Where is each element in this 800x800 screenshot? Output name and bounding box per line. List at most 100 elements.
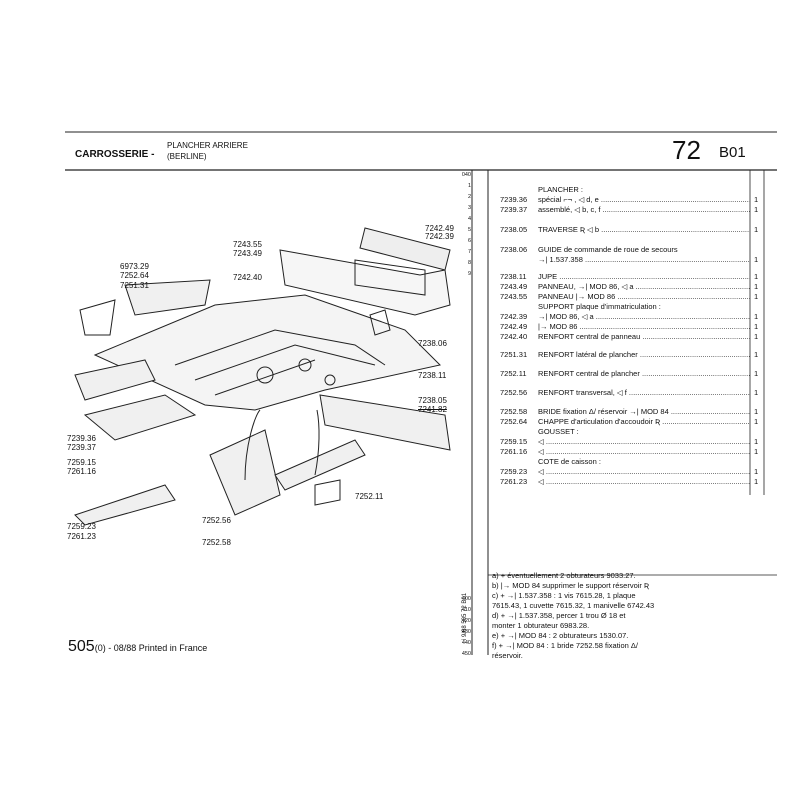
part-ref: 7242.40 [500, 332, 528, 341]
part-qty: 1 [754, 388, 759, 397]
section-title: CARROSSERIE - [75, 149, 155, 160]
parts-row: 7242.40 RENFORT central de panneau 1 [500, 332, 762, 342]
parts-row: 7242.49 |→ MOD 86 1 [500, 322, 762, 332]
part-desc: SUPPORT plaque d'immatriculation : [538, 302, 661, 311]
footnote-line: e) + →| MOD 84 : 2 obturateurs 1530.07. [492, 631, 629, 640]
section-subtitle: PLANCHER ARRIERE (BERLINE) [167, 140, 248, 162]
part-ref: 7252.11 [500, 369, 527, 378]
parts-row: 7251.31 RENFORT latéral de plancher 1 [500, 350, 762, 360]
exploded-diagram [74, 227, 451, 526]
parts-row: 7238.11 JUPE 1 [500, 272, 762, 282]
part-desc: GOUSSET : [538, 427, 579, 436]
parts-row: 7252.64 CHAPPE d'articulation d'accoudoi… [500, 417, 762, 427]
index-number: 1 [467, 183, 471, 189]
callout-label: 7261.16 [67, 467, 96, 476]
part-desc: ◁ [538, 477, 750, 487]
part-qty: 1 [754, 205, 759, 214]
callout-label: 7238.05 [418, 396, 447, 405]
parts-row: 7238.06 GUIDE de commande de roue de sec… [500, 245, 762, 255]
footnote-line: b) |→ MOD 84 supprimer le support réserv… [492, 581, 649, 590]
callout-label: 7238.06 [418, 339, 447, 348]
parts-row: GOUSSET : [500, 427, 762, 437]
part-qty: 1 [754, 369, 759, 378]
parts-row: 7238.05 TRAVERSE Ʀ ◁ b 1 [500, 225, 762, 235]
part-desc: spécial ⌐¬ , ◁ d, e [538, 195, 750, 205]
parts-row: 7242.39 →| MOD 86, ◁ a 1 [500, 312, 762, 322]
callout-label: 7242.40 [233, 273, 262, 282]
footnote-line: f) + →| MOD 84 : 1 bride 7252.58 fixatio… [492, 641, 638, 650]
part-qty: 1 [754, 282, 759, 291]
part-ref: 7243.49 [500, 282, 528, 291]
parts-row: COTE de caisson : [500, 457, 762, 467]
part-qty: 1 [754, 292, 759, 301]
index-number: 9 [467, 271, 471, 277]
index-number: 5 [467, 227, 471, 233]
footer-print-info: (0) - 08/88 Printed in France [94, 643, 208, 653]
parts-row: 7243.55 PANNEAU |→ MOD 86 1 [500, 292, 762, 302]
index-number: 420 [461, 618, 471, 624]
parts-row: 7259.23 ◁ 1 [500, 467, 762, 477]
parts-row: 7261.23 ◁ 1 [500, 477, 762, 487]
part-desc: assemblé, ◁ b, c, f [538, 205, 750, 215]
callout-label: 7259.23 [67, 522, 96, 531]
subtitle-line-2: (BERLINE) [167, 152, 207, 161]
part-qty: 1 [754, 417, 759, 426]
callout-label: 7261.23 [67, 532, 96, 541]
part-qty: 1 [754, 447, 759, 456]
page-footer: 505(0) - 08/88 Printed in France [68, 638, 207, 656]
parts-row: 7252.11 RENFORT central de plancher 1 [500, 369, 762, 379]
part-ref: 7259.23 [500, 467, 528, 476]
part-desc: RENFORT latéral de plancher [538, 350, 750, 360]
part-desc: PLANCHER : [538, 185, 584, 194]
part-desc: RENFORT central de panneau [538, 332, 750, 342]
part-qty: 1 [754, 332, 759, 341]
callout-label: 6973.29 [120, 262, 149, 271]
footer-model: 505 [68, 638, 95, 655]
parts-row: 7243.49 PANNEAU, →| MOD 86, ◁ a 1 [500, 282, 762, 292]
index-number: 400 [461, 596, 471, 602]
part-desc: ◁ [538, 447, 750, 457]
part-qty: 1 [754, 225, 759, 234]
page-code: B01 [719, 144, 746, 161]
index-number: 430 [461, 629, 471, 635]
index-number: 4 [467, 216, 471, 222]
footnote-line: monter 1 obturateur 6983.28. [492, 621, 590, 630]
parts-row: 7239.36 spécial ⌐¬ , ◁ d, e 1 [500, 195, 762, 205]
part-desc: |→ MOD 86 [538, 322, 750, 332]
part-qty: 1 [754, 195, 759, 204]
footnote-line: 7615.43, 1 cuvette 7615.32, 1 manivelle … [492, 601, 655, 610]
part-ref: 7261.16 [500, 447, 528, 456]
callout-label: 7242.49 [425, 224, 454, 233]
part-ref: 7238.11 [500, 272, 527, 281]
part-ref: 7238.05 [500, 225, 528, 234]
part-qty: 1 [754, 312, 759, 321]
part-desc: CHAPPE d'articulation d'accoudoir Ʀ [538, 417, 750, 427]
footnote-line: c) + →| 1.537.358 : 1 vis 7615.28, 1 pla… [492, 591, 636, 600]
part-desc: →| 1.537.358 [538, 255, 750, 265]
part-ref: 7243.55 [500, 292, 528, 301]
part-ref: 7242.49 [500, 322, 528, 331]
footnote-line: a) + éventuellement 2 obturateurs 9033.2… [492, 571, 636, 580]
parts-row: 7259.15 ◁ 1 [500, 437, 762, 447]
part-desc: PANNEAU, →| MOD 86, ◁ a [538, 282, 750, 292]
callout-label: 7243.55 [233, 240, 262, 249]
callout-label: 7241.82 [418, 405, 447, 414]
part-ref: 7238.06 [500, 245, 528, 254]
part-ref: 7259.15 [500, 437, 528, 446]
part-qty: 1 [754, 407, 759, 416]
part-qty: 1 [754, 272, 759, 281]
footnote-line: réservoir. [492, 651, 523, 660]
part-qty: 1 [754, 350, 759, 359]
part-ref: 7252.64 [500, 417, 528, 426]
index-number: 440 [461, 640, 471, 646]
part-desc: COTE de caisson : [538, 457, 601, 466]
part-ref: 7239.36 [500, 195, 528, 204]
part-desc: TRAVERSE Ʀ ◁ b [538, 225, 750, 235]
part-qty: 1 [754, 477, 759, 486]
callout-label: 7243.49 [233, 249, 262, 258]
part-desc: →| MOD 86, ◁ a [538, 312, 750, 322]
callout-label: 7238.11 [418, 371, 447, 380]
part-desc: GUIDE de commande de roue de secours [538, 245, 678, 254]
part-ref: 7252.56 [500, 388, 528, 397]
part-ref: 7261.23 [500, 477, 528, 486]
